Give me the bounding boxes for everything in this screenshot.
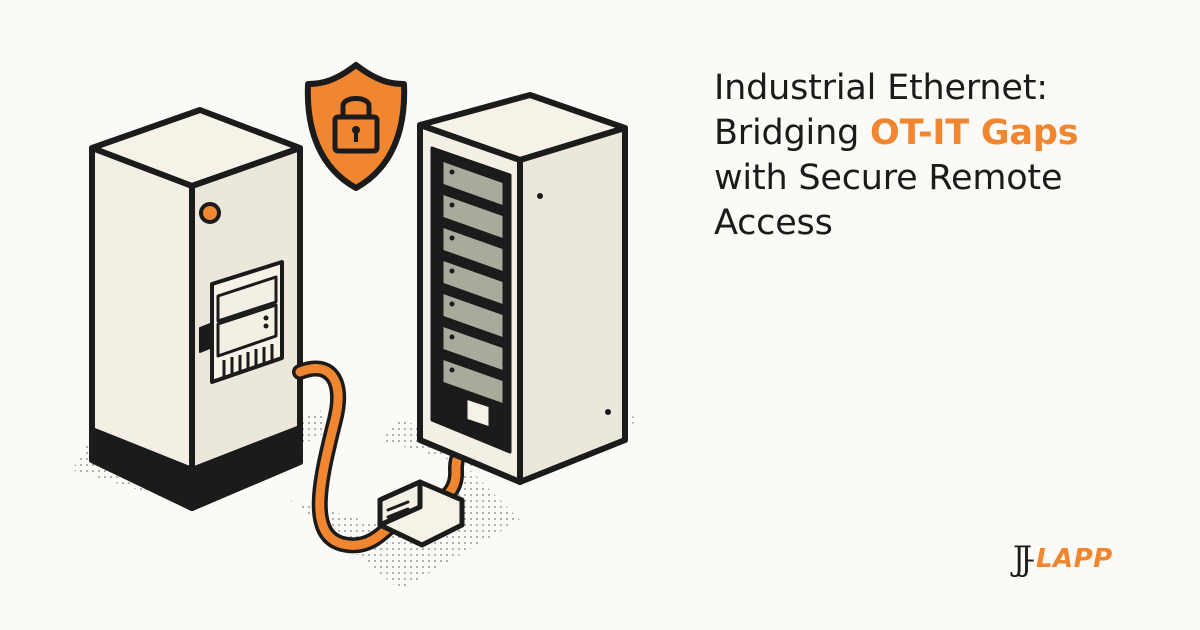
headline: Industrial Ethernet: Bridging OT-IT Gaps… xyxy=(714,66,1174,246)
headline-line-2-prefix: Bridging xyxy=(714,113,871,153)
headline-line-2: Bridging OT-IT Gaps xyxy=(714,111,1174,156)
logo-jj: JJ xyxy=(1013,539,1032,579)
headline-line-4: Access xyxy=(714,203,833,243)
headline-line-3: with Secure Remote xyxy=(714,158,1063,198)
network-illustration xyxy=(72,62,640,590)
control-cabinet-icon xyxy=(89,107,303,511)
headline-accent: OT-IT Gaps xyxy=(870,113,1079,153)
shield-lock-icon xyxy=(304,62,408,191)
logo-separator: - xyxy=(1026,545,1035,573)
server-rack-icon xyxy=(417,92,628,485)
logo-lapp: LAPP xyxy=(1035,544,1113,574)
headline-line-1: Industrial Ethernet: xyxy=(714,68,1048,108)
brand-logo: JJ - LAPP xyxy=(1013,533,1113,585)
